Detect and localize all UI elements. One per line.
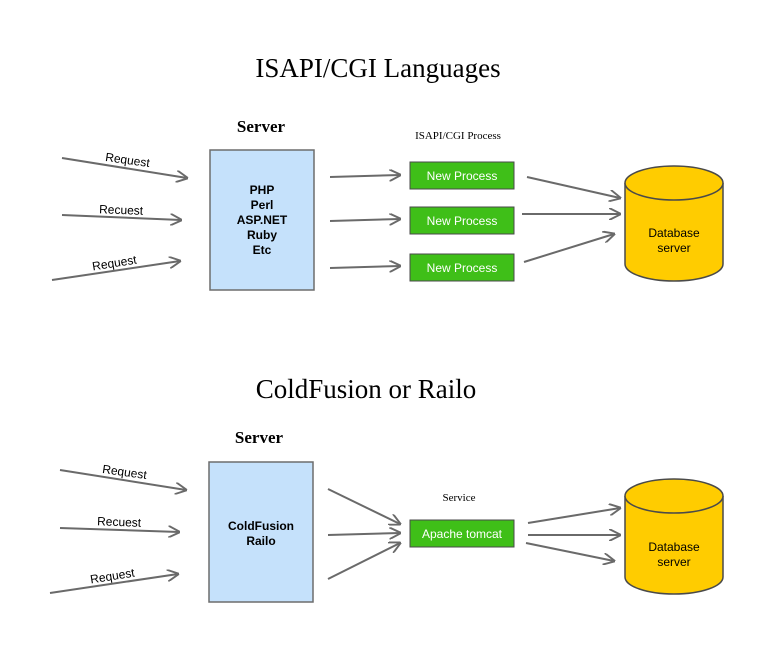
request-arrow-3: [49, 574, 178, 594]
database-label-line2: server: [657, 241, 690, 255]
process-box-1: [409, 161, 515, 190]
server-to-service-arrow-1: [327, 488, 400, 524]
server-to-process-arrow-1: [329, 175, 400, 177]
server-to-service-arrow-3: [327, 543, 400, 580]
database-cylinder: Database server: [624, 478, 724, 595]
request-arrows: Request Recuest Request: [51, 150, 187, 281]
server-box: [209, 149, 315, 291]
database-label-line2: server: [657, 555, 690, 569]
process-heading: ISAPI/CGI Process: [415, 130, 501, 142]
process-box-3: [409, 253, 515, 282]
server-line-perl: Perl: [251, 198, 274, 212]
server-heading: Server: [235, 428, 284, 447]
request-label-1: Request: [104, 150, 151, 170]
request-label-2: Recuest: [99, 202, 144, 218]
service-label: Apache tomcat: [422, 527, 503, 541]
request-label-1: Request: [101, 462, 148, 482]
server-line-coldfusion: ColdFusion: [228, 519, 294, 533]
section-coldfusion-railo: ColdFusion or Railo Server Request Recue…: [49, 374, 724, 603]
database-label-line1: Database: [648, 540, 700, 554]
server-line-php: PHP: [250, 183, 275, 197]
request-arrow-2: [61, 215, 181, 220]
server-line-etc: Etc: [253, 243, 272, 257]
section-title: ISAPI/CGI Languages: [255, 53, 500, 83]
process-label-3: New Process: [427, 261, 498, 275]
process-to-db-arrow-3: [523, 234, 614, 263]
section-isapi-cgi: ISAPI/CGI Languages Server Request Recue…: [51, 53, 724, 291]
database-label-line1: Database: [648, 226, 700, 240]
process-label-1: New Process: [427, 169, 498, 183]
server-line-ruby: Ruby: [247, 228, 277, 242]
request-arrows: Request Recuest Request: [49, 462, 186, 594]
section-title: ColdFusion or Railo: [256, 374, 477, 404]
server-line-aspnet: ASP.NET: [237, 213, 288, 227]
service-box: [409, 519, 515, 548]
service-to-db-arrow-3: [525, 542, 614, 561]
request-arrow-1: [61, 157, 187, 178]
server-line-railo: Railo: [246, 534, 275, 548]
service-to-db-arrow-1: [527, 508, 620, 524]
process-to-db-arrow-1: [526, 176, 620, 198]
request-arrow-1: [59, 469, 186, 490]
process-label-2: New Process: [427, 214, 498, 228]
server-box: [208, 461, 314, 603]
server-to-process-arrow-3: [329, 266, 400, 268]
request-arrow-3: [51, 261, 180, 281]
process-box-2: [409, 206, 515, 235]
server-heading: Server: [237, 117, 286, 136]
server-to-process-arrow-2: [329, 219, 400, 221]
request-arrow-2: [59, 528, 179, 532]
server-to-service-arrow-2: [327, 533, 400, 535]
service-heading: Service: [443, 492, 476, 504]
request-label-2: Recuest: [97, 514, 142, 530]
database-cylinder: Database server: [624, 165, 724, 282]
